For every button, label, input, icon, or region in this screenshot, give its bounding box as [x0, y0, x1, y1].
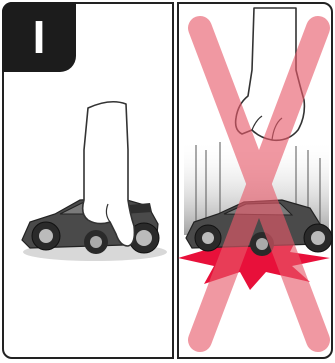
illustration-layer: [0, 0, 335, 363]
instruction-illustration: I: [0, 0, 335, 363]
